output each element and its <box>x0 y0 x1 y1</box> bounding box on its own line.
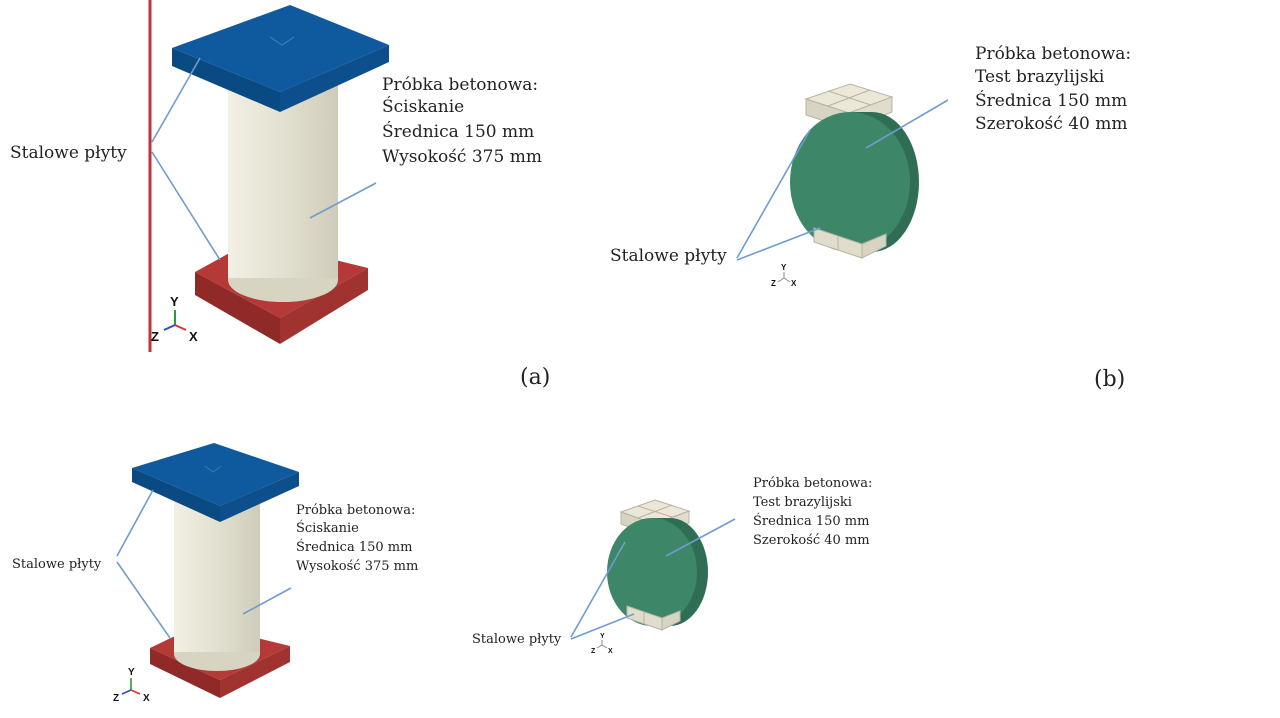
specimen-label-line: Wysokość 375 mm <box>382 147 542 167</box>
svg-text:X: X <box>189 329 198 344</box>
top-steel-plate <box>172 5 389 112</box>
specimen-label-line: Próbka betonowa: <box>382 75 538 95</box>
plates-label: Stalowe płyty <box>472 632 562 647</box>
leader-line <box>665 518 736 557</box>
bottom-steel-pads <box>626 605 681 631</box>
leader-line <box>570 613 635 640</box>
specimen-label-line: Średnica 150 mm <box>382 121 534 142</box>
svg-text:X: X <box>143 693 150 704</box>
svg-text:Z: Z <box>151 329 159 344</box>
svg-text:Y: Y <box>128 667 135 678</box>
specimen-label-line: Średnica 150 mm <box>753 512 869 529</box>
specimen-label-line: Test brazylijski <box>975 67 1105 87</box>
axis-triad: Y Z X <box>771 263 797 288</box>
top-steel-plate <box>132 443 299 522</box>
specimen-label-line: Średnica 150 mm <box>296 538 412 555</box>
caption-a: (a) <box>520 365 550 390</box>
specimen-label-line: Próbka betonowa: <box>753 476 872 491</box>
concrete-disc <box>790 112 919 252</box>
axis-triad: Y Z X <box>591 633 613 655</box>
specimen-label-line: Szerokość 40 mm <box>975 114 1128 134</box>
svg-text:X: X <box>608 648 613 655</box>
specimen-label-line: Szerokość 40 mm <box>753 533 870 548</box>
bottom-steel-pads <box>813 227 887 259</box>
svg-text:X: X <box>791 279 797 288</box>
axis-triad: Y Z X <box>151 294 198 344</box>
leader-line <box>116 489 154 557</box>
leader-line <box>865 99 949 149</box>
figure-b: Stalowe płyty Próbka betonowa: Test braz… <box>610 44 1131 392</box>
leader-line <box>151 57 201 143</box>
concrete-disc <box>607 518 708 626</box>
figure-d: Stalowe płyty Próbka betonowa: Test braz… <box>472 476 872 655</box>
svg-text:Y: Y <box>781 263 787 272</box>
caption-b: (b) <box>1094 367 1125 392</box>
specimen-label-line: Ściskanie <box>296 519 359 536</box>
leader-line <box>151 151 221 261</box>
concrete-cylinder <box>228 80 338 302</box>
plates-label: Stalowe płyty <box>10 143 127 163</box>
specimen-label-line: Próbka betonowa: <box>296 503 415 518</box>
specimen-label-line: Wysokość 375 mm <box>296 559 418 574</box>
leader-line <box>242 587 292 615</box>
leader-line <box>116 561 171 639</box>
svg-text:Z: Z <box>591 648 596 655</box>
specimen-label-line: Test brazylijski <box>753 495 852 510</box>
svg-text:Y: Y <box>170 294 179 309</box>
leader-line <box>309 182 377 219</box>
plates-label: Stalowe płyty <box>12 557 102 572</box>
leader-line <box>570 541 626 638</box>
specimen-label-line: Próbka betonowa: <box>975 44 1131 64</box>
specimen-label-line: Średnica 150 mm <box>975 90 1127 111</box>
leader-line <box>736 227 821 261</box>
svg-text:Y: Y <box>600 633 605 640</box>
svg-text:Z: Z <box>113 693 119 704</box>
specimen-label-line: Ściskanie <box>382 96 464 117</box>
figure-a: Stalowe płyty Próbka betonowa: Ściskanie… <box>10 0 550 390</box>
plates-label: Stalowe płyty <box>610 246 727 266</box>
axis-triad: Y Z X <box>113 667 150 704</box>
svg-text:Z: Z <box>771 279 776 288</box>
leader-line <box>736 129 811 259</box>
figure-c: Stalowe płyty Próbka betonowa: Ściskanie… <box>12 443 418 704</box>
